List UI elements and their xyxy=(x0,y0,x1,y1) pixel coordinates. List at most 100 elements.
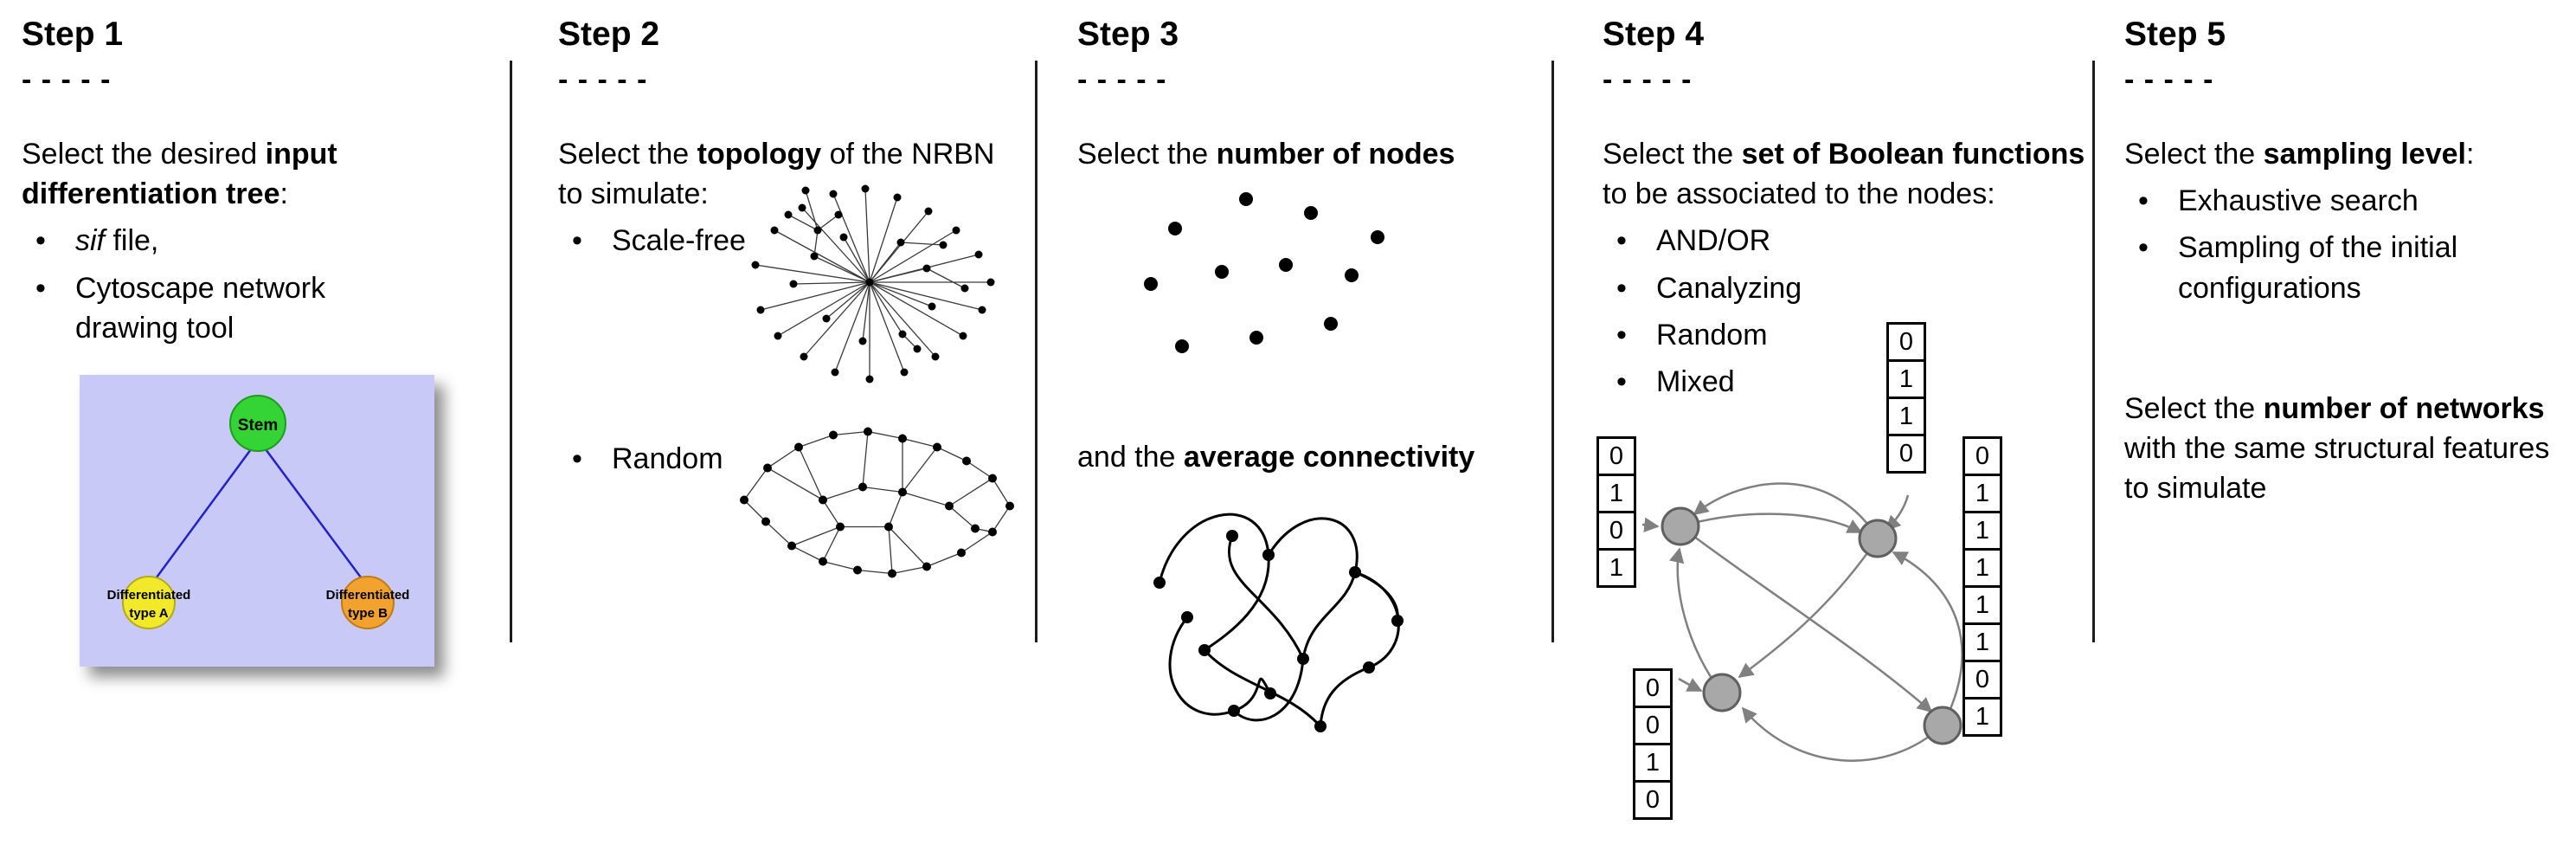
random-network-illustration xyxy=(740,427,1014,578)
truth-table-cell: 1 xyxy=(1886,359,1926,399)
tree-edge-stem-to-a xyxy=(152,448,253,582)
step-1-title: Step 1 xyxy=(22,16,124,53)
graph-node xyxy=(1661,506,1700,546)
graph-node xyxy=(1923,706,1963,745)
truth-table-left: 0 1 0 1 xyxy=(1596,436,1636,588)
list-item-sampling-initial-configurations: Sampling of the initial configurations xyxy=(2124,228,2561,307)
truth-table-cell: 0 xyxy=(1633,668,1673,708)
column-divider xyxy=(1551,61,1554,642)
truth-table-cell: 1 xyxy=(1963,622,2002,662)
truth-table-cell: 0 xyxy=(1963,436,2002,476)
tree-edge-stem-to-b xyxy=(264,448,365,582)
graph-node xyxy=(1702,673,1742,712)
step-2-title: Step 2 xyxy=(558,16,660,53)
list-item-random-functions: Random xyxy=(1603,315,2087,355)
stem-node-label: Stem xyxy=(238,416,278,435)
truth-table-cell: 1 xyxy=(1596,548,1636,588)
step-1-intro: Select the desired input differentiation… xyxy=(22,137,337,211)
column-divider xyxy=(2092,61,2095,642)
step-3-title: Step 3 xyxy=(1077,16,1179,53)
step-3-heading-nodes: Select the number of nodes xyxy=(1077,137,1455,171)
list-item-sif-file: sif file, xyxy=(22,221,493,261)
scale-free-network-illustration xyxy=(751,184,995,384)
differentiation-tree-figure: Stem Differentiated type A Differentiate… xyxy=(80,375,434,667)
list-item-scale-free: Scale-free xyxy=(558,221,1025,261)
nodes-dots-illustration xyxy=(1144,192,1384,353)
step-2-column: Step 2 - - - - - Select the topology of … xyxy=(558,16,1025,847)
tangle-curve xyxy=(1354,571,1399,622)
graph-edge xyxy=(1680,513,1863,534)
step-5-heading-sampling: Select the sampling level: xyxy=(2124,137,2475,171)
tangle-curve xyxy=(1168,616,1272,716)
truth-table-cell: 0 xyxy=(1886,434,1926,474)
boolean-network-graph xyxy=(1641,482,1963,762)
step-4-title: Step 4 xyxy=(1603,16,1705,53)
type-b-label-line1: Differentiated xyxy=(326,588,410,603)
list-item-canalyzing: Canalyzing xyxy=(1603,268,2087,308)
step-1-column: Step 1 - - - - - Select the desired inpu… xyxy=(22,16,493,847)
tangle-curve xyxy=(1319,571,1400,727)
step-5-title: Step 5 xyxy=(2124,16,2226,53)
column-divider xyxy=(1035,61,1037,642)
graph-node xyxy=(1858,519,1898,558)
truth-table-cell: 0 xyxy=(1886,322,1926,362)
tangle-curve xyxy=(1158,513,1270,652)
truth-table-cell: 0 xyxy=(1596,436,1636,476)
step-1-options-list: sif file, Cytoscape network drawing tool xyxy=(22,221,493,348)
truth-table-cell: 1 xyxy=(1963,511,2002,551)
step-5-options-list: Exhaustive search Sampling of the initia… xyxy=(2124,181,2561,308)
graph-edge xyxy=(1892,551,1963,726)
differentiated-type-b-node xyxy=(341,576,395,629)
graph-edge-from-table xyxy=(1678,677,1703,693)
step-4-separator-dashes: - - - - - xyxy=(1603,62,1693,96)
connectivity-tangle-illustration xyxy=(1153,513,1404,732)
graph-edge xyxy=(1693,482,1879,539)
truth-table-cell: 0 xyxy=(1963,660,2002,699)
tangle-curve xyxy=(1267,517,1359,660)
truth-table-cell: 0 xyxy=(1596,511,1636,551)
truth-table-cell: 0 xyxy=(1633,780,1673,820)
list-item-and-or: AND/OR xyxy=(1603,221,2087,261)
step-3-separator-dashes: - - - - - xyxy=(1077,62,1167,96)
type-a-label-line2: type A xyxy=(129,606,168,621)
truth-table-right: 0 1 1 1 1 1 0 1 xyxy=(1963,436,2002,737)
list-item-mixed: Mixed xyxy=(1603,362,2087,402)
step-2-intro: Select the topology of the NRBN to simul… xyxy=(558,137,995,211)
step-5-networks-paragraph: Select the number of networks with the s… xyxy=(2124,392,2550,506)
step-2-separator-dashes: - - - - - xyxy=(558,62,648,96)
step-5-column: Step 5 - - - - - Select the sampling lev… xyxy=(2124,16,2561,847)
truth-table-cell: 1 xyxy=(1596,474,1636,513)
truth-table-top: 0 1 1 0 xyxy=(1886,322,1926,474)
type-a-label-line1: Differentiated xyxy=(107,588,191,603)
truth-table-cell: 0 xyxy=(1633,706,1673,745)
truth-table-cell: 1 xyxy=(1886,396,1926,436)
differentiated-type-a-node xyxy=(122,576,176,629)
step-4-column: Step 4 - - - - - Select the set of Boole… xyxy=(1596,16,2087,847)
step-2-options-list: Scale-free xyxy=(558,221,1025,261)
graph-edge xyxy=(1669,547,1723,693)
truth-table-cell: 1 xyxy=(1963,548,2002,588)
tangle-curve xyxy=(1232,658,1305,722)
step-1-separator-dashes: - - - - - xyxy=(22,62,112,96)
graph-edge xyxy=(1738,538,1879,679)
differentiation-tree-illustration: Stem Differentiated type A Differentiate… xyxy=(107,395,410,629)
truth-table-cell: 1 xyxy=(1963,474,2002,513)
truth-table-cell: 1 xyxy=(1633,743,1673,783)
step-4-intro: Select the set of Boolean functions to b… xyxy=(1603,137,2085,211)
step-5-separator-dashes: - - - - - xyxy=(2124,62,2214,96)
truth-table-bottom-left: 0 0 1 0 xyxy=(1633,668,1673,820)
step-3-column: Step 3 - - - - - Select the number of no… xyxy=(1077,16,1549,847)
step-3-heading-connectivity: and the average connectivity xyxy=(1077,441,1475,474)
graph-edge xyxy=(1741,706,1943,762)
graph-edge xyxy=(1680,525,1933,713)
tangle-curve xyxy=(1203,648,1322,728)
column-divider xyxy=(510,61,512,642)
tangle-curve xyxy=(1227,535,1305,660)
list-item-cytoscape: Cytoscape network drawing tool xyxy=(22,268,385,348)
step-4-options-list: AND/OR Canalyzing Random Mixed xyxy=(1603,221,2087,402)
stem-node xyxy=(229,395,286,452)
truth-table-cell: 1 xyxy=(1963,697,2002,737)
type-b-label-line2: type B xyxy=(348,606,388,621)
graph-edge-from-table xyxy=(1641,517,1660,532)
